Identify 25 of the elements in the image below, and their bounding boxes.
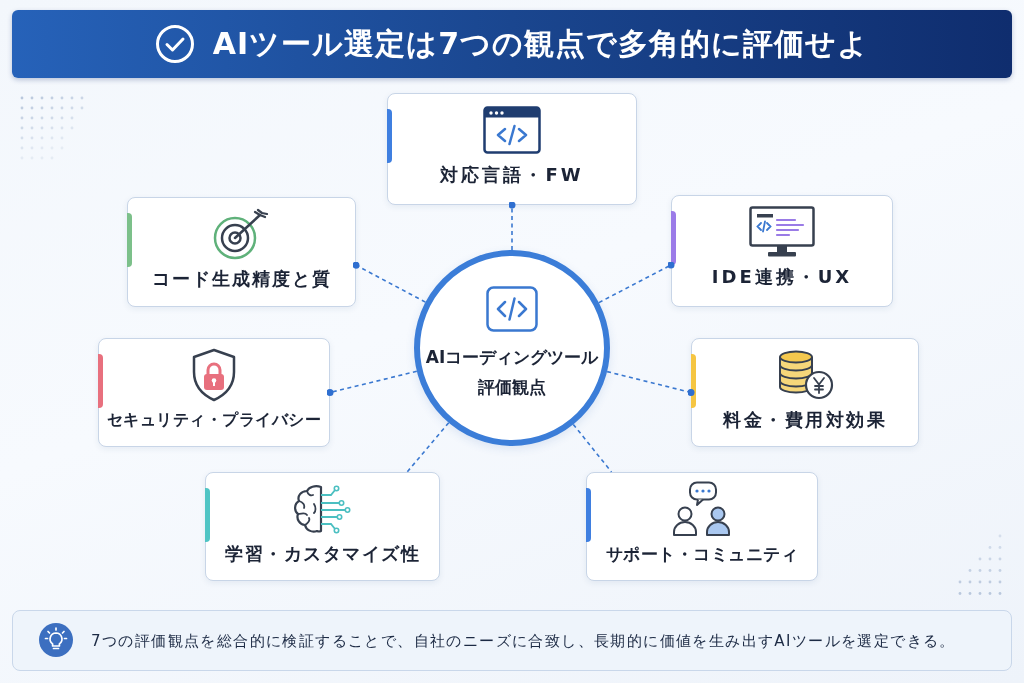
viewpoint-label: IDE連携・UX (710, 265, 854, 289)
title-text: AIツール選定は7つの観点で多角的に評価せよ (212, 24, 870, 63)
dashed-connector (352, 261, 427, 303)
viewpoint-card (127, 197, 356, 307)
dashed-connector (406, 422, 450, 473)
summary-box (12, 610, 1012, 671)
viewpoint-card (387, 93, 637, 205)
viewpoint-card (671, 195, 893, 307)
dashed-connector (572, 423, 613, 473)
dashed-connector (598, 261, 675, 304)
viewpoint-card (586, 472, 818, 581)
dashed-connector (326, 370, 418, 396)
viewpoint-card (691, 338, 919, 447)
viewpoint-label: 料金・費用対効果 (721, 408, 888, 432)
viewpoint-label: セキュリティ・プライバシー (105, 409, 323, 431)
viewpoint-label: 学習・カスタマイズ性 (224, 542, 421, 566)
viewpoint-label: コード生成精度と質 (150, 267, 333, 291)
viewpoint-card (205, 472, 440, 581)
viewpoint-card (98, 338, 330, 447)
summary-text: 7つの評価観点を総合的に検証することで、自社のニーズに合致し、長期的に価値を生み出すAIツールを選定できる。 (91, 631, 956, 650)
viewpoint-label: 対応言語・FW (438, 163, 585, 187)
dashed-connector (508, 201, 516, 251)
hub-label: AIコーディングツール評価観点 (424, 346, 600, 399)
viewpoint-label: サポート・コミュニティ (604, 543, 800, 566)
dashed-connector (606, 370, 695, 396)
